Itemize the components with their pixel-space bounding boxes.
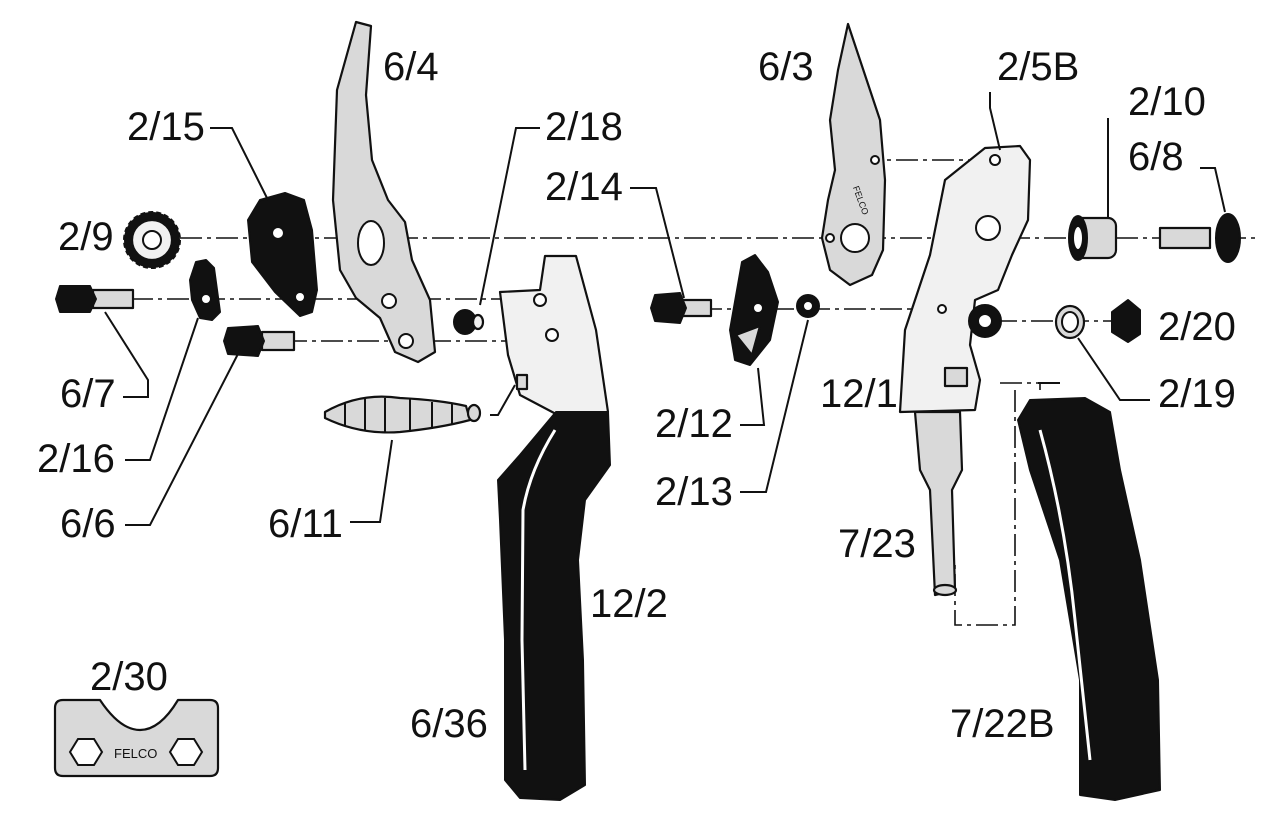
label-2-15: 2/15 (127, 105, 205, 149)
label-2-13: 2/13 (655, 470, 733, 514)
part-6-7-bolt (55, 285, 135, 313)
part-7-23-shaft (913, 410, 964, 597)
label-6-36: 6/36 (410, 702, 488, 746)
part-2-14-bolt (650, 292, 713, 324)
part-2-18-nut (453, 309, 485, 335)
label-7-22b: 7/22B (950, 702, 1055, 746)
label-2-9: 2/9 (58, 215, 114, 259)
part-6-11-spring (323, 395, 482, 434)
label-2-5b: 2/5B (997, 45, 1079, 89)
part-2-12-cover (729, 254, 779, 366)
part-2-19-ring (1054, 304, 1086, 340)
part-12-1-upper-handle (898, 144, 1032, 414)
part-6-6-bolt (223, 325, 296, 357)
part-2-10-bushing (1068, 215, 1118, 261)
part-12-2-lower-handle (497, 254, 611, 801)
part-labels: 6/4 2/15 2/18 2/14 2/9 6/3 2/5B 2/10 6/8… (37, 45, 1236, 746)
part-6-8-bolt (1158, 213, 1241, 263)
label-2-19: 2/19 (1158, 372, 1236, 416)
label-12-2: 12/2 (590, 582, 668, 626)
part-2-9-gear-nut (123, 211, 181, 269)
label-6-11: 6/11 (268, 502, 343, 546)
part-2-30-wrench: FELCO (53, 698, 220, 778)
part-2-13-washer (796, 294, 820, 318)
part-2-15-plate (247, 192, 318, 317)
label-2-10: 2/10 (1128, 80, 1206, 124)
part-6-4-anvil-blade (331, 20, 437, 364)
label-7-23: 7/23 (838, 522, 916, 566)
part-6-3-cutting-blade: FELCO (820, 22, 887, 287)
label-12-1: 12/1 (820, 372, 898, 416)
label-6-8: 6/8 (1128, 135, 1184, 179)
wrench-logo-stamp: FELCO (114, 746, 157, 761)
leader-lines (104, 92, 1226, 526)
part-7-22b-grip (1017, 397, 1161, 801)
part-2-20-cap (1111, 299, 1141, 343)
label-2-12: 2/12 (655, 402, 733, 446)
label-6-3: 6/3 (758, 45, 814, 89)
part-2-16-clip (189, 259, 221, 321)
label-6-7: 6/7 (60, 372, 116, 416)
label-2-16: 2/16 (37, 437, 115, 481)
label-2-30: 2/30 (90, 655, 168, 699)
label-2-20: 2/20 (1158, 305, 1236, 349)
label-2-14: 2/14 (545, 165, 623, 209)
label-6-6: 6/6 (60, 502, 116, 546)
label-2-18: 2/18 (545, 105, 623, 149)
label-6-4: 6/4 (383, 45, 439, 89)
